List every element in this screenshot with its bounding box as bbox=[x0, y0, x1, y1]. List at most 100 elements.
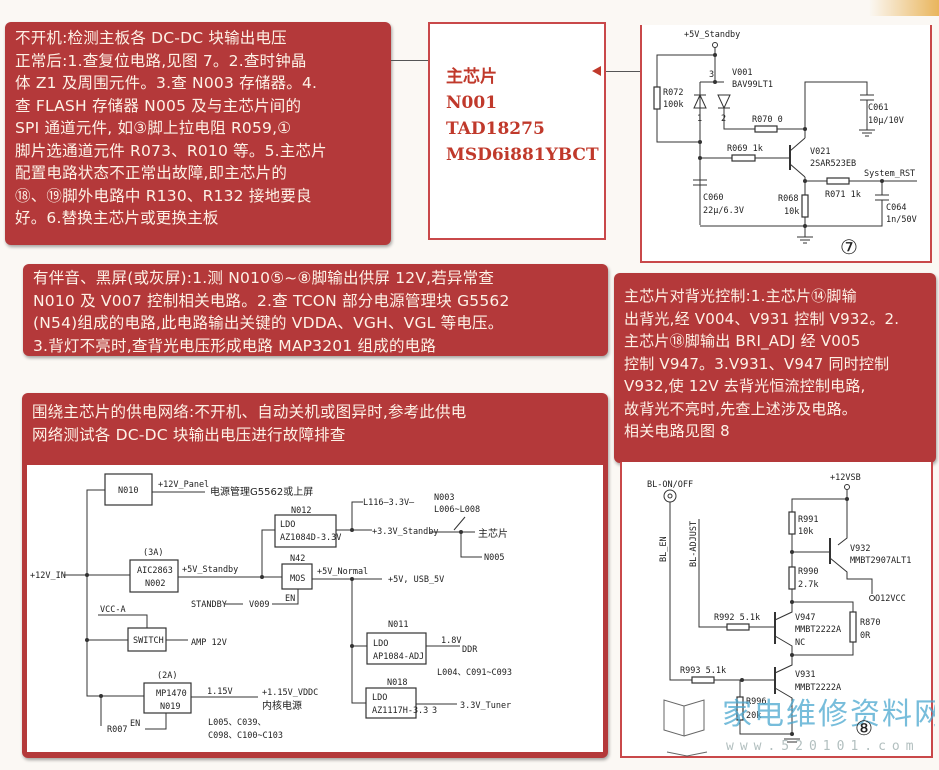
chip-ref: N001 bbox=[446, 93, 498, 113]
r996-value: 20k bbox=[746, 711, 761, 721]
junction-dot bbox=[844, 484, 850, 490]
v932-part: MMBT2907ALT1 bbox=[850, 556, 911, 566]
wire bbox=[86, 489, 144, 697]
junction-dot bbox=[740, 678, 744, 682]
junction-dot bbox=[712, 42, 718, 48]
chip-part: TAD18275 bbox=[446, 119, 545, 139]
mos-block bbox=[281, 563, 313, 590]
diode-icon bbox=[693, 93, 707, 109]
note-line: 有伴音、黑屏(或灰屏):1.测 N010⑤~⑧脚输出供屏 12V,若异常查 bbox=[33, 269, 495, 287]
power-network-diagram: +12V_IN N010 +12V_Panel 电源管理G5562或上屏 (3A… bbox=[27, 465, 603, 752]
nc-label: NC bbox=[795, 638, 805, 648]
junction-dot bbox=[698, 140, 702, 144]
c060-label: C060 bbox=[703, 193, 723, 203]
r991-label: R991 bbox=[798, 515, 818, 525]
junction-dot bbox=[713, 80, 717, 84]
junction-dot bbox=[803, 179, 807, 183]
note-line: 主芯片对背光控制:1.主芯片⑭脚输 bbox=[624, 287, 857, 305]
az1117-label: AZ1117H-3.3 bbox=[372, 706, 428, 716]
r071-resistor bbox=[826, 177, 850, 185]
diode-icon bbox=[717, 94, 731, 110]
junction-dot bbox=[667, 493, 673, 499]
note-line: 主芯片⑱脚输出 BRI_ADJ 经 V005 bbox=[624, 332, 861, 350]
n011-block bbox=[366, 632, 427, 665]
panel-note: 电源管理G5562或上屏 bbox=[210, 485, 313, 498]
aic2863-block bbox=[129, 559, 179, 593]
r990-resistor bbox=[788, 566, 796, 590]
connector-line bbox=[391, 60, 428, 61]
note-line: 不开机:检测主板各 DC-DC 块输出电压 bbox=[15, 29, 287, 47]
ground-icon bbox=[784, 738, 800, 743]
chip-title: 主芯片 bbox=[446, 67, 497, 87]
l116-label: L116—3.3V— bbox=[363, 498, 415, 508]
input-label: +12V_IN bbox=[30, 571, 66, 581]
v931-label: V931 bbox=[795, 670, 815, 680]
aic-label: AIC2863 bbox=[137, 566, 173, 576]
note-line: ⑱、⑲脚外电路中 R130、R132 接地要良 bbox=[15, 186, 312, 205]
v115-label: 1.15V bbox=[207, 687, 233, 697]
wire bbox=[829, 557, 873, 594]
c098-label: C098、C100~C103 bbox=[208, 731, 283, 741]
wire bbox=[656, 54, 715, 143]
junction-dot bbox=[790, 732, 794, 736]
ddr-label: DDR bbox=[462, 645, 478, 655]
junction-dot bbox=[869, 595, 875, 601]
usb-label: +5V, USB_5V bbox=[388, 575, 444, 585]
junction-dot bbox=[790, 653, 794, 657]
c060-value: 22μ/6.3V bbox=[703, 206, 744, 216]
v001-part: BAV99LT1 bbox=[732, 80, 773, 90]
normal5-label: +5V_Normal bbox=[317, 567, 368, 577]
wire bbox=[663, 699, 705, 737]
az1084-label: AZ1084D-3.3V bbox=[280, 533, 341, 543]
watermark-text: 家电维修资料网 bbox=[722, 697, 935, 732]
note-line: 好。6.替换主芯片或更换主板 bbox=[15, 209, 219, 227]
note-line: (N54)组成的电路,此电路输出关键的 VDDA、VGH、VGL 等电压。 bbox=[33, 314, 504, 332]
r993-resistor bbox=[691, 676, 715, 684]
v001-label: V001 bbox=[732, 68, 752, 78]
wire bbox=[460, 532, 482, 558]
r069-label: R069 1k bbox=[727, 144, 763, 154]
junction-dot bbox=[713, 53, 717, 57]
wire bbox=[351, 501, 363, 530]
r071-label: R071 1k bbox=[825, 190, 861, 200]
no-picture-note: 有伴音、黑屏(或灰屏):1.测 N010⑤~⑧脚输出供屏 12V,若异常查 N0… bbox=[23, 264, 608, 356]
pin-label: 3 bbox=[432, 706, 437, 716]
core-label: 内核电源 bbox=[262, 699, 302, 712]
c061-value: 10μ/10V bbox=[868, 116, 904, 126]
wire bbox=[774, 687, 793, 734]
r990-label: R990 bbox=[798, 567, 818, 577]
n018-block bbox=[365, 687, 417, 719]
bl-adjust-label: BL-ADJUST bbox=[689, 521, 699, 567]
note-line: 正常后:1.查复位电路,见图 7。2.查时钟晶 bbox=[15, 51, 307, 70]
wire bbox=[804, 81, 868, 129]
v947-part: MMBT2222A bbox=[795, 625, 841, 635]
en-label: EN bbox=[130, 719, 140, 729]
backlight-control-note: 主芯片对背光控制:1.主芯片⑭脚输 出背光,经 V004、V931 控制 V93… bbox=[614, 273, 936, 463]
junction-dot bbox=[803, 224, 807, 228]
pin-label: 1 bbox=[697, 114, 702, 124]
en-label: EN bbox=[285, 594, 295, 604]
figure-number: ⑧ bbox=[855, 716, 873, 740]
r996-resistor bbox=[736, 696, 744, 721]
power-network-svg: +12V_IN N010 +12V_Panel 电源管理G5562或上屏 (3A… bbox=[30, 473, 512, 741]
v021-part: 2SAR523EB bbox=[810, 159, 856, 169]
wire bbox=[789, 137, 806, 152]
watermark-url: www.520101.com bbox=[726, 739, 920, 754]
system-rst-label: System_RST bbox=[864, 169, 915, 179]
n010-label: N010 bbox=[118, 486, 138, 496]
pin-label: 3 bbox=[709, 70, 714, 80]
switch-label: SWITCH bbox=[133, 636, 164, 646]
r992-resistor bbox=[726, 623, 750, 631]
note-line: SPI 通道元件, 如③脚上拉电阻 R059,① bbox=[15, 119, 292, 137]
bl-en-label: BL_EN bbox=[659, 536, 669, 562]
r069-resistor bbox=[731, 154, 756, 162]
r996-label: R996 bbox=[746, 697, 766, 707]
r068-value: 10k bbox=[784, 207, 799, 217]
junction-dot bbox=[350, 577, 354, 581]
note-line: N010 及 V007 控制相关电路。2.查 TCON 部分电源管理块 G556… bbox=[33, 291, 510, 310]
note-line: 控制 V947。3.V931、V947 同时控制 bbox=[624, 354, 890, 373]
junction-dot bbox=[790, 550, 794, 554]
wire bbox=[98, 614, 148, 628]
v009-label: V009 bbox=[249, 600, 269, 610]
r068-label: R068 bbox=[778, 194, 798, 204]
